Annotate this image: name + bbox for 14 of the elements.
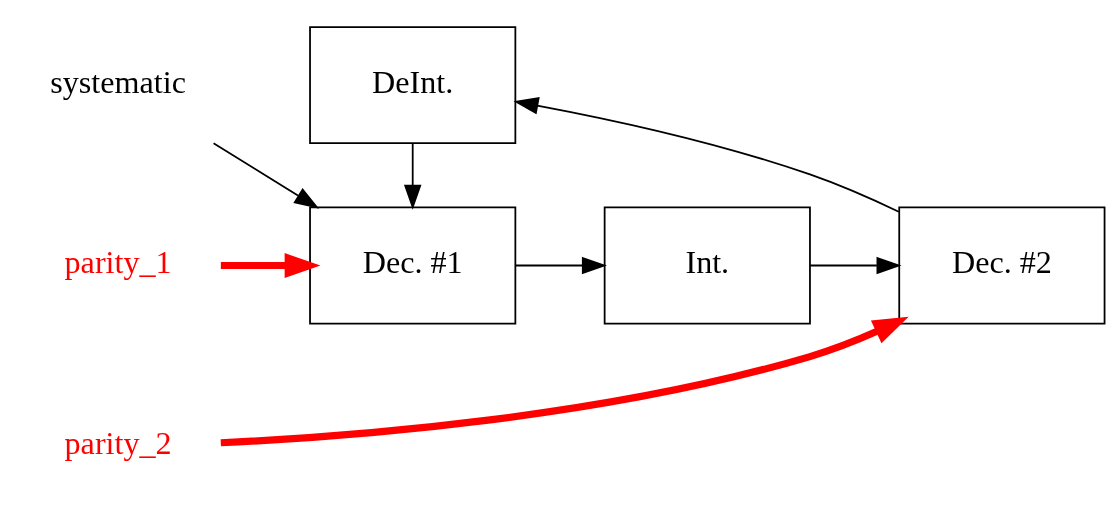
node-box: DeInt. [309,26,517,145]
node-text: parity_2 [64,424,172,461]
arrow [220,316,909,447]
arrow [403,142,422,210]
arrow [220,252,321,279]
node-box: Dec. #2 [898,206,1106,325]
node-text: parity_1 [64,244,172,281]
arrow [514,256,607,275]
arrow [809,256,902,275]
node-box: Int. [603,206,811,325]
node-text: systematic [50,64,186,101]
node-box: Dec. #1 [309,206,517,325]
arrow [212,142,320,209]
arrow [513,97,900,213]
